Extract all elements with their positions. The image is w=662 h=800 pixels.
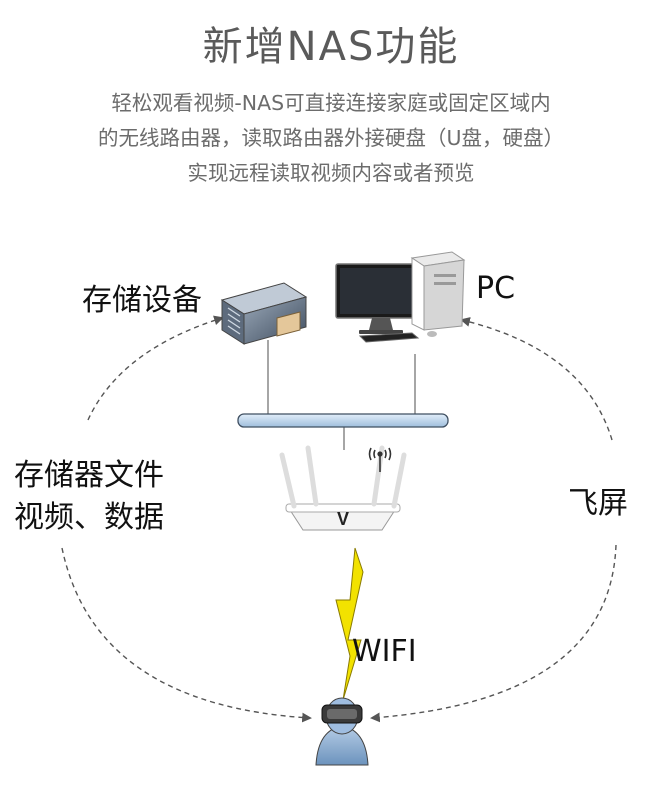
storage-server-icon: [220, 282, 308, 345]
arc-top-left: [87, 315, 224, 421]
pc-icon: [335, 251, 466, 343]
wifi-label: WIFI: [352, 634, 417, 669]
page-title: 新增NAS功能: [202, 24, 460, 70]
lightning-icon: [335, 547, 364, 701]
router-icon: V: [279, 445, 407, 531]
vr-user-icon: [315, 697, 369, 766]
network-bus: [237, 413, 449, 428]
pc-label: PC: [476, 271, 516, 306]
storage-media-label-line2: 视频、数据: [14, 500, 164, 535]
subtitle-line-3: 实现远程读取视频内容或者预览: [187, 161, 475, 185]
arc-bottom-left: [61, 547, 312, 723]
subtitle-line-1: 轻松观看视频-NAS可直接连接家庭或固定区域内: [111, 91, 551, 115]
storage-device-label: 存储设备: [82, 283, 202, 318]
storage-media-label-line1: 存储器文件: [14, 458, 164, 493]
arc-bottom-right: [370, 544, 617, 723]
wifi-signal-icon: [368, 447, 392, 472]
svg-text:V: V: [337, 509, 349, 529]
subtitle-line-2: 的无线路由器，读取路由器外接硬盘（U盘，硬盘）: [97, 126, 564, 150]
arc-top-right: [460, 317, 613, 441]
flyscreen-label: 飞屏: [568, 486, 628, 521]
